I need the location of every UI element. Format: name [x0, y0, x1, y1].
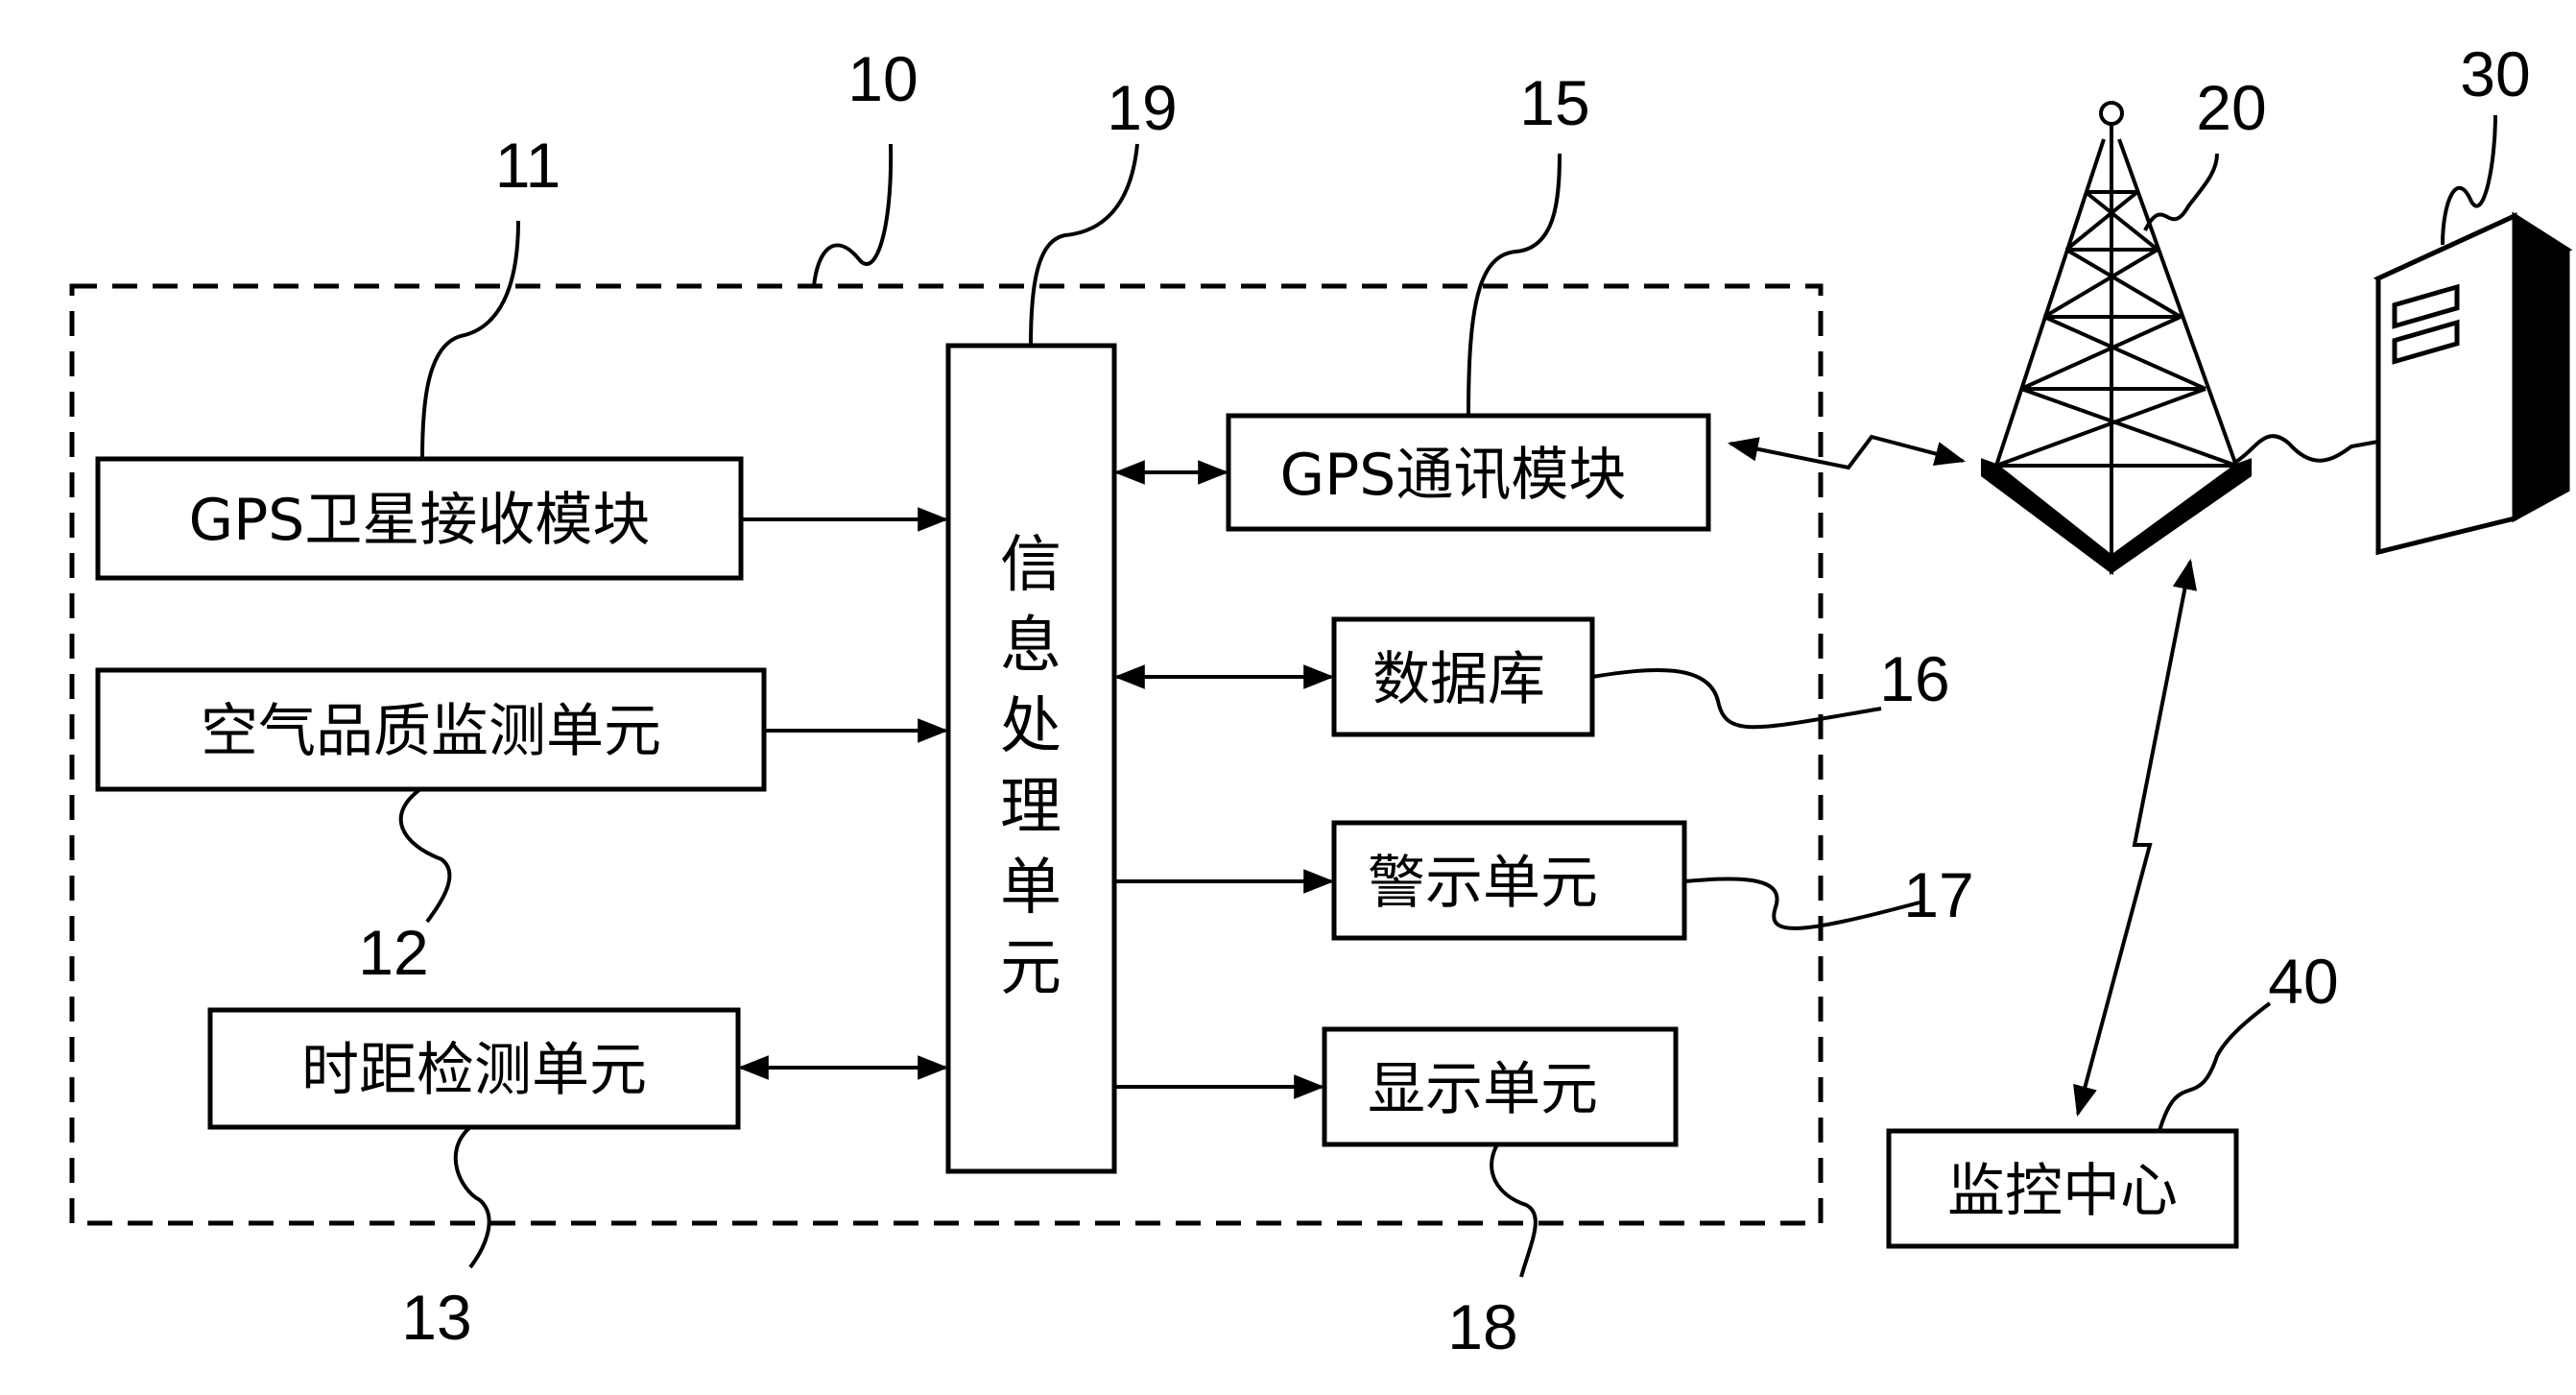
warning-label: 警示单元	[1368, 850, 1598, 917]
leader-12	[398, 787, 452, 924]
ref-17: 17	[1903, 859, 1973, 930]
leader-30	[2441, 114, 2497, 246]
warning-block: 警示单元	[1331, 820, 1687, 941]
monitor-center-label: 监控中心	[1947, 1158, 2178, 1225]
wireless-link-tower-monitor-center	[2073, 558, 2198, 1118]
leader-15	[1467, 153, 1562, 417]
ref-16: 16	[1879, 643, 1949, 714]
leader-19	[1029, 143, 1139, 347]
leader-20	[2143, 153, 2219, 231]
gps-comm-label: GPS通讯模块	[1280, 442, 1627, 509]
processor-char-5: 单	[1000, 853, 1061, 924]
ref-20: 20	[2196, 72, 2266, 143]
ref-11: 11	[495, 130, 561, 201]
air-quality-label: 空气品质监测单元	[201, 698, 661, 765]
database-label: 数据库	[1372, 646, 1545, 713]
cell-tower-icon	[1981, 101, 2252, 575]
processor-char-4: 理	[1000, 772, 1061, 843]
system-boundary	[69, 283, 1824, 1226]
leader-18	[1490, 1143, 1538, 1278]
ref-18: 18	[1447, 1291, 1517, 1362]
processor-char-6: 元	[1000, 933, 1061, 1004]
leader-17	[1683, 877, 1920, 930]
leader-13	[453, 1125, 491, 1269]
processor-char-3: 处	[1000, 691, 1061, 762]
monitor-center-block: 监控中心	[1886, 1128, 2239, 1249]
processor-char-2: 息	[1000, 611, 1061, 682]
database-block: 数据库	[1331, 616, 1595, 737]
ref-40: 40	[2268, 946, 2338, 1017]
gps-receiver-block: GPS卫星接收模块	[95, 456, 744, 581]
server-tower-icon	[2373, 211, 2573, 556]
air-quality-block: 空气品质监测单元	[95, 667, 767, 792]
leader-10	[812, 143, 894, 287]
ref-19: 19	[1107, 72, 1177, 143]
ref-15: 15	[1519, 67, 1589, 138]
gps-comm-block: GPS通讯模块	[1226, 413, 1711, 532]
gps-receiver-label: GPS卫星接收模块	[189, 487, 651, 554]
display-block: 显示单元	[1322, 1026, 1679, 1147]
ref-30: 30	[2460, 38, 2530, 109]
link-tower-server	[2232, 434, 2379, 465]
leader-40	[2158, 1001, 2272, 1132]
leader-16	[1591, 667, 1882, 730]
processor-char-1: 信	[1000, 530, 1061, 601]
ref-12: 12	[358, 917, 428, 988]
processor-block: 信 息 处 理 单 元	[945, 343, 1117, 1174]
ref-10: 10	[847, 43, 918, 114]
headway-detection-block: 时距检测单元	[207, 1007, 741, 1130]
headway-detection-label: 时距检测单元	[301, 1037, 647, 1104]
ref-13: 13	[401, 1282, 471, 1353]
display-label: 显示单元	[1368, 1056, 1598, 1123]
wireless-link-gps-comm-tower	[1727, 434, 1967, 470]
leader-11	[420, 220, 520, 460]
